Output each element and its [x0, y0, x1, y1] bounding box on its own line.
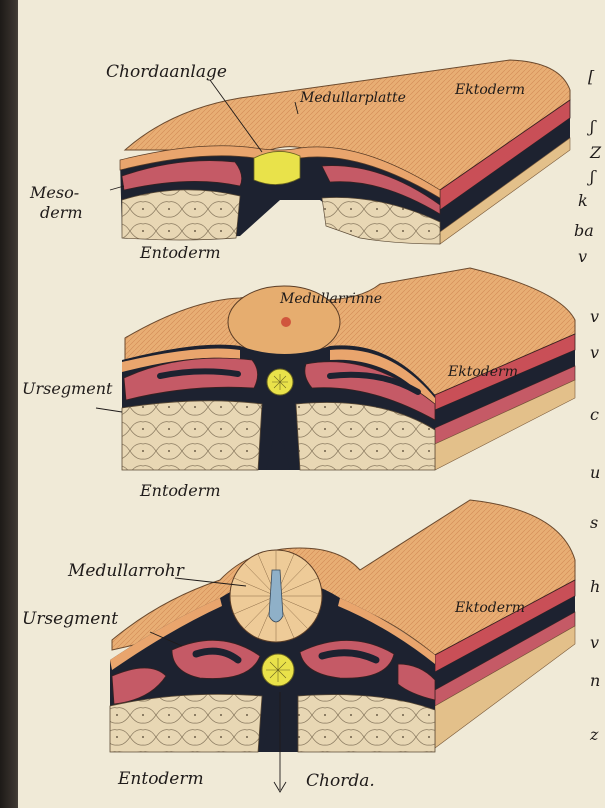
- margin-handwriting: [ ʃ Z ʃ k ba v v v c u s h v n z: [574, 67, 602, 744]
- label-ursegment-2: Ursegment: [22, 379, 113, 398]
- label-entoderm-2: Entoderm: [139, 481, 221, 500]
- margin-char: s: [590, 513, 598, 532]
- label-mesoderm-line2: derm: [40, 203, 83, 222]
- margin-char: ba: [574, 221, 594, 240]
- margin-char: v: [590, 633, 599, 652]
- label-ektoderm-2: Ektoderm: [447, 364, 518, 380]
- label-medullarplatte: Medullarplatte: [299, 90, 406, 106]
- label-entoderm-3: Entoderm: [117, 769, 204, 789]
- margin-char: c: [590, 405, 599, 424]
- margin-char: v: [578, 247, 587, 266]
- label-ursegment-3: Ursegment: [22, 609, 118, 629]
- margin-char: n: [590, 671, 600, 690]
- label-medullarrinne: Medullarrinne: [279, 291, 382, 307]
- diagram-3-neural-tube: [110, 500, 575, 792]
- margin-char: z: [589, 725, 599, 744]
- label-ektoderm-1: Ektoderm: [454, 82, 525, 98]
- label-chordaanlage: Chordaanlage: [106, 62, 227, 82]
- margin-char: ʃ: [587, 117, 597, 136]
- margin-char: [: [588, 67, 595, 86]
- label-entoderm-1: Entoderm: [139, 243, 221, 262]
- margin-char: Z: [589, 143, 602, 162]
- label-mesoderm-line1: Meso-: [29, 183, 79, 202]
- margin-char: k: [578, 191, 588, 210]
- label-medullarrohr: Medullarrohr: [67, 561, 185, 581]
- label-ektoderm-3: Ektoderm: [454, 600, 525, 616]
- margin-char: ʃ: [587, 167, 597, 186]
- margin-char: u: [590, 463, 600, 482]
- label-chorda: Chorda.: [306, 771, 375, 791]
- margin-char: v: [590, 307, 599, 326]
- margin-char: v: [590, 343, 599, 362]
- margin-char: h: [590, 577, 600, 596]
